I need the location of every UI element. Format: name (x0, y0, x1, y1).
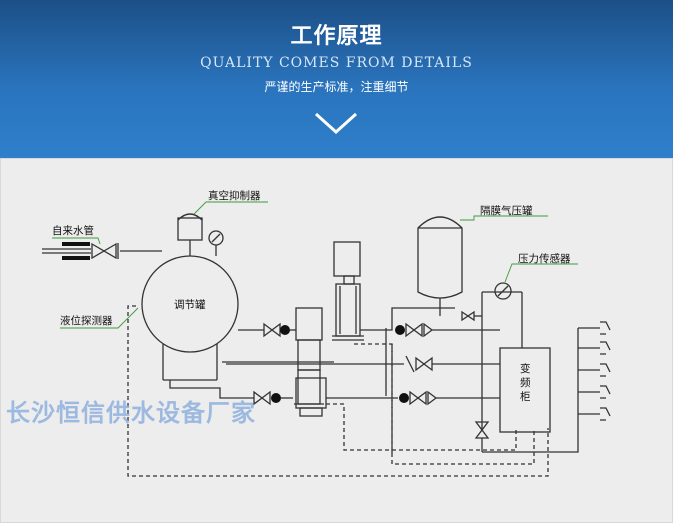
outlet-manifold (482, 327, 600, 453)
section-title: 工作原理 (290, 24, 383, 49)
vacuum-suppressor (177, 213, 203, 256)
pump-2 (294, 307, 324, 405)
inlet-valve-icon (91, 242, 119, 260)
faucet-icon (600, 321, 611, 421)
svg-text:自来水管: 自来水管 (52, 224, 94, 237)
label-inlet-pipe: 自来水管 (52, 224, 101, 245)
watermark: 长沙恒信供水设备厂家 (6, 398, 256, 427)
water-supply-diagram: 真空抑制器 自来水管 调节罐 液位探测器 隔膜气压罐 压力传感器 变频柜 (42, 189, 611, 477)
control-wiring (127, 305, 549, 477)
label-vfd-cabinet: 变频柜 (520, 362, 531, 403)
svg-text:隔膜气压罐: 隔膜气压罐 (480, 204, 533, 217)
svg-text:压力传感器: 压力传感器 (518, 252, 571, 265)
svg-text:调节罐: 调节罐 (174, 298, 206, 311)
pump-3 (295, 377, 327, 417)
pressure-sensor-icon (494, 282, 512, 300)
svg-text:液位探测器: 液位探测器 (60, 314, 113, 327)
label-vacuum-suppressor: 真空抑制器 (193, 189, 268, 215)
suction-line-upper (238, 322, 296, 338)
svg-text:变频柜: 变频柜 (520, 362, 531, 403)
label-diaphragm-tank: 隔膜气压罐 (460, 204, 548, 221)
section-tagline: 严谨的生产标准，注重细节 (264, 80, 409, 94)
label-level-probe: 液位探测器 (60, 307, 139, 329)
pressure-gauge-icon (208, 230, 224, 256)
drain-valve-icon (474, 421, 490, 452)
diaphragm-tank (417, 216, 522, 430)
pump-1 (332, 241, 364, 341)
inlet-pipe (42, 242, 162, 260)
label-regulating-tank: 调节罐 (174, 298, 206, 311)
bypass-line (226, 355, 500, 373)
svg-text:真空抑制器: 真空抑制器 (208, 189, 261, 202)
discharge-line-lower (326, 390, 500, 406)
section-subtitle: QUALITY COMES FROM DETAILS (200, 55, 473, 71)
header-banner: 工作原理 QUALITY COMES FROM DETAILS 严谨的生产标准，… (0, 0, 673, 158)
vfd-cabinet (499, 292, 551, 433)
discharge-line-upper (360, 307, 500, 338)
chevron-down-icon (314, 112, 358, 135)
label-pressure-sensor: 压力传感器 (504, 252, 578, 283)
suction-line-lower (169, 380, 293, 406)
